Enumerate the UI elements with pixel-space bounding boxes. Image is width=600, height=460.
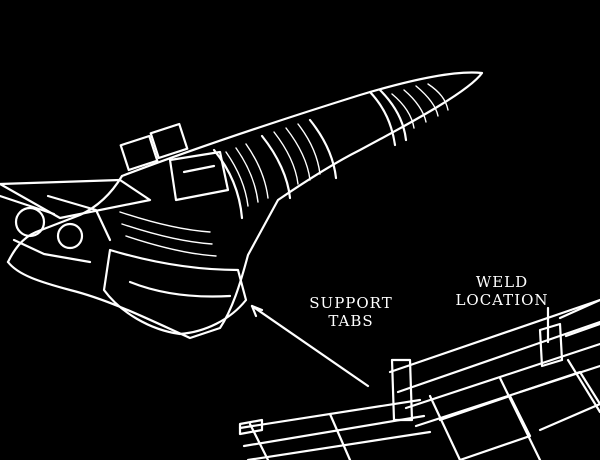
support-frame-structure [238,298,600,460]
support-tabs-label-line-1: SUPPORT [309,294,393,312]
aircraft-illustration [0,71,484,340]
weld-location-label: WELD LOCATION [438,273,566,309]
support-tabs-label: SUPPORT TABS [292,294,410,330]
support-tabs-label-line-2: TABS [328,312,374,330]
fuselage-hatching [119,83,449,257]
weld-location-label-line-1: WELD [475,273,529,291]
weld-location-label-line-2: LOCATION [455,291,549,309]
leader-arrowhead [250,304,264,318]
leader-arrow [250,304,370,388]
